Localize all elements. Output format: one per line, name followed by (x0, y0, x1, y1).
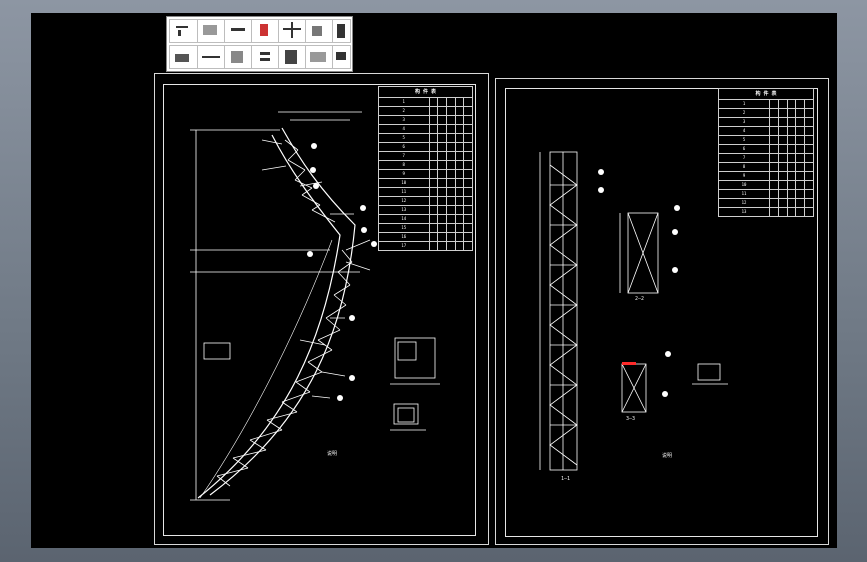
view-label: 3—3 (626, 416, 636, 422)
tool-icon[interactable] (332, 19, 351, 43)
tool-icon[interactable] (332, 45, 351, 69)
drawing-sheet-1 (154, 73, 489, 545)
tool-icon[interactable] (169, 19, 198, 43)
table-row: 14 (378, 214, 473, 224)
notes-title-1: 说明 (327, 451, 338, 457)
drawing-frame-2 (505, 88, 818, 537)
table-row: 10 (378, 178, 473, 188)
table-row: 11 (378, 187, 473, 197)
row-number: 13 (717, 207, 771, 217)
tool-icon[interactable] (305, 45, 334, 69)
drawing-sheet-2 (495, 78, 829, 545)
table-cell (804, 207, 814, 217)
view-label: 1—1 (561, 476, 571, 482)
drawing-frame-1 (163, 84, 476, 536)
row-number: 17 (378, 241, 430, 251)
view-label: 2—2 (635, 296, 645, 302)
tool-palette (166, 16, 353, 72)
tool-icon[interactable] (197, 19, 226, 43)
table-cell (463, 241, 473, 251)
table-row: 17 (378, 241, 473, 251)
tool-icon[interactable] (278, 19, 307, 43)
table-row: 10 (717, 180, 814, 190)
table-row: 6 (717, 144, 814, 154)
tool-icon[interactable] (224, 19, 253, 43)
table-row: 13 (717, 207, 814, 217)
tool-icon[interactable] (251, 19, 280, 43)
notes-title-2: 说明 (662, 453, 673, 459)
